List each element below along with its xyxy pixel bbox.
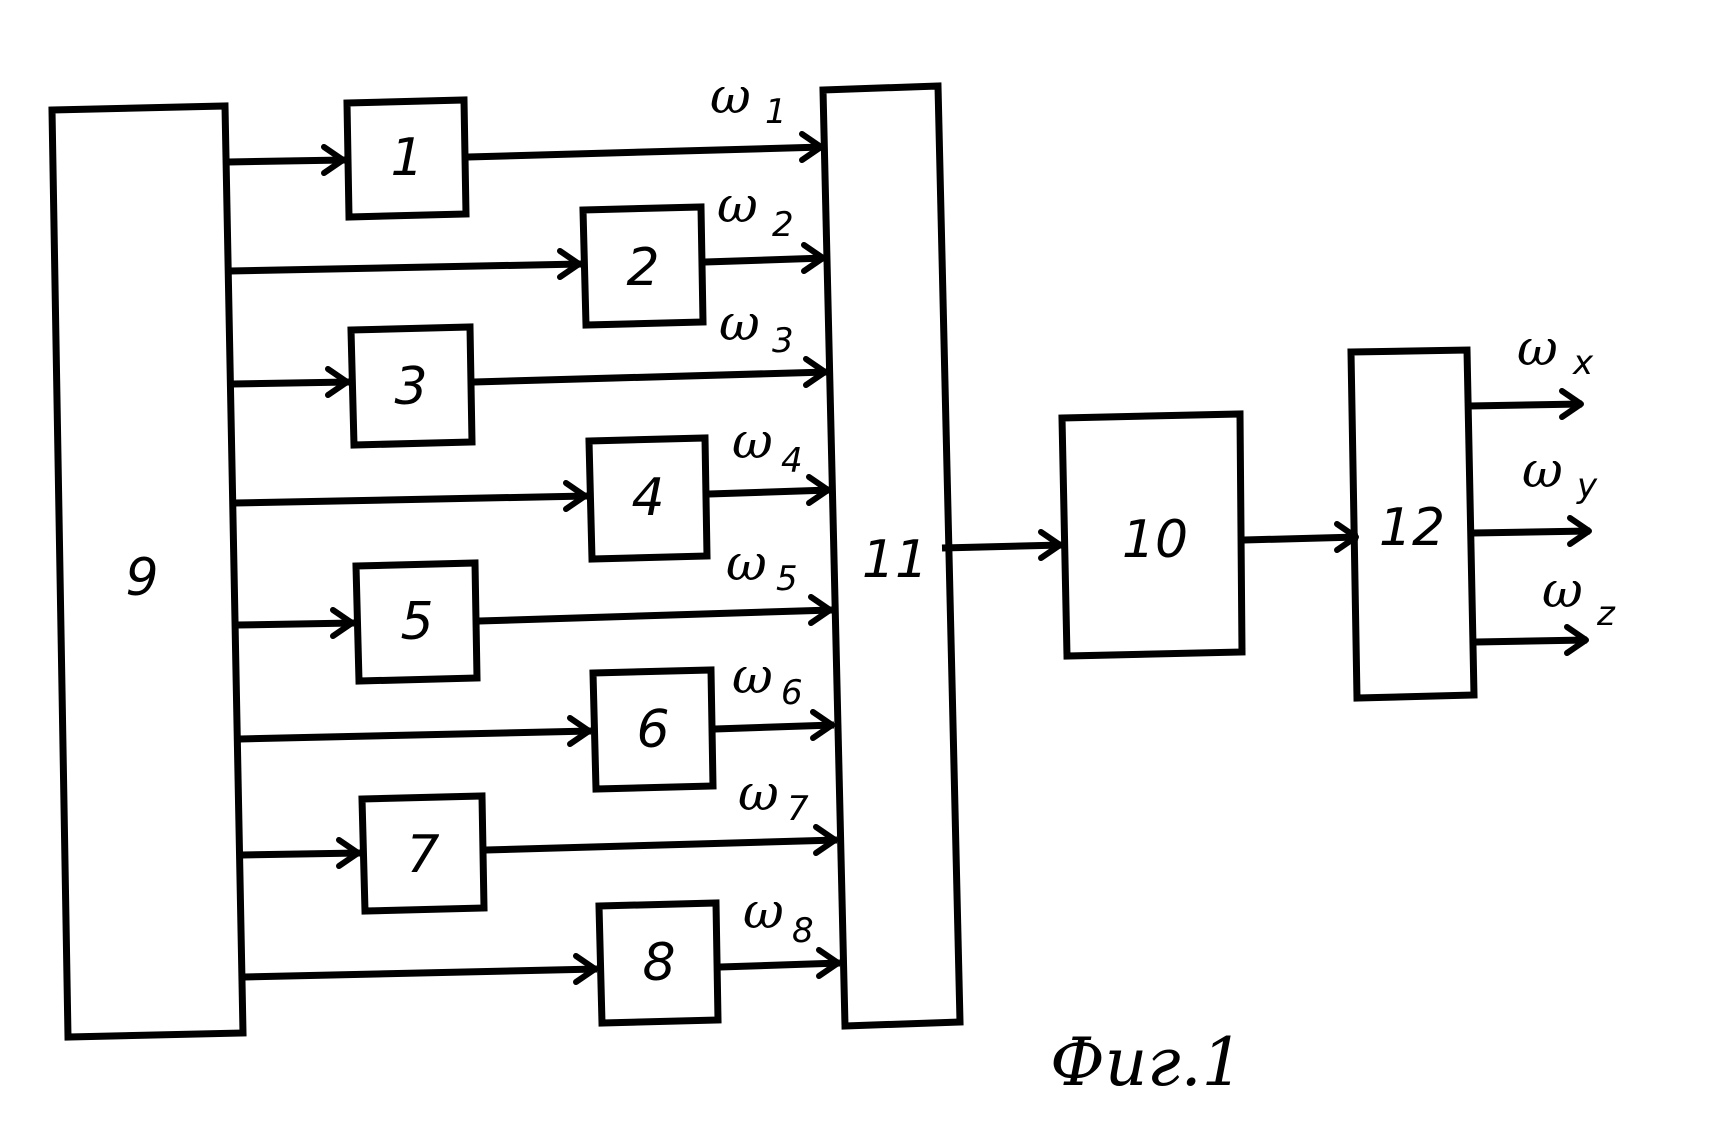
wire-9-to-8 [244, 969, 597, 977]
block-1: 1 [347, 100, 466, 217]
omega-4-subscript: 4 [781, 441, 803, 481]
block-11: 11 [823, 86, 960, 1026]
wire-9-to-5 [237, 623, 354, 625]
omega-7-subscript: 7 [787, 789, 809, 829]
wire-12-out-z [1476, 640, 1587, 642]
block-4-label: 4 [631, 468, 664, 528]
omega-1-symbol: ω [710, 67, 751, 125]
wire-10-to-12 [1244, 537, 1358, 540]
omega-x-subscript: x [1572, 343, 1594, 383]
signal-labels-inputs: ω 1 ω 2 ω 3 ω 4 ω 5 ω 6 ω 7 ω 8 [710, 67, 814, 951]
block-2-label: 2 [626, 238, 659, 298]
figure-caption: Фиг.1 [1050, 1024, 1244, 1101]
block-10-label: 10 [1122, 510, 1188, 570]
block-2: 2 [583, 207, 703, 325]
wire-4-to-11 [709, 490, 830, 494]
block-8: 8 [599, 903, 718, 1023]
wire-9-to-7 [242, 853, 360, 855]
omega-x-symbol: ω [1517, 319, 1558, 377]
wire-12-out-x [1469, 404, 1582, 406]
omega-2-subscript: 2 [772, 205, 794, 245]
omega-6-subscript: 6 [781, 673, 803, 713]
block-10: 10 [1062, 414, 1242, 656]
omega-8-symbol: ω [743, 882, 784, 940]
omega-8-subscript: 8 [792, 911, 814, 951]
wire-11-to-10 [942, 545, 1062, 548]
wire-1-to-11 [468, 147, 823, 157]
block-7-label: 7 [406, 825, 439, 885]
block-11-label: 11 [862, 530, 928, 590]
block-1-label: 1 [390, 128, 423, 188]
omega-y-subscript: y [1576, 466, 1598, 506]
omega-1-subscript: 1 [765, 92, 787, 132]
omega-z-subscript: z [1596, 594, 1616, 634]
wire-9-to-6 [240, 731, 591, 739]
wire-9-to-4 [235, 496, 587, 503]
omega-6-symbol: ω [732, 647, 773, 705]
wire-9-to-3 [232, 382, 349, 384]
wire-9-to-1 [228, 160, 345, 162]
block-9-label: 9 [125, 548, 158, 608]
block-3-label: 3 [394, 357, 427, 417]
block-12: 12 [1351, 350, 1474, 698]
signal-labels-outputs: ω x ω y ω z [1517, 319, 1616, 634]
omega-3-subscript: 3 [772, 321, 794, 361]
block-12-label: 12 [1379, 498, 1445, 558]
block-5-label: 5 [400, 592, 433, 652]
block-3: 3 [351, 327, 472, 445]
omega-z-symbol: ω [1542, 561, 1583, 619]
omega-y-symbol: ω [1522, 441, 1563, 499]
block-4: 4 [589, 438, 707, 559]
omega-5-symbol: ω [726, 534, 767, 592]
omega-4-symbol: ω [732, 412, 773, 470]
wire-8-to-11 [720, 963, 840, 967]
omega-2-symbol: ω [717, 176, 758, 234]
block-9: 9 [52, 106, 243, 1037]
wire-6-to-11 [715, 725, 834, 729]
omega-7-symbol: ω [738, 764, 779, 822]
wire-3-to-11 [474, 372, 827, 382]
block-8-label: 8 [642, 933, 675, 993]
omega-5-subscript: 5 [776, 559, 798, 599]
wire-2-to-11 [705, 258, 825, 262]
block-5: 5 [356, 563, 477, 681]
block-6-label: 6 [636, 700, 669, 760]
omega-3-symbol: ω [719, 294, 760, 352]
block-6: 6 [593, 670, 713, 789]
block-7: 7 [362, 796, 484, 911]
wire-5-to-11 [479, 610, 832, 621]
wire-9-to-2 [230, 264, 581, 271]
wire-7-to-11 [486, 840, 837, 850]
wire-12-out-y [1473, 531, 1590, 533]
